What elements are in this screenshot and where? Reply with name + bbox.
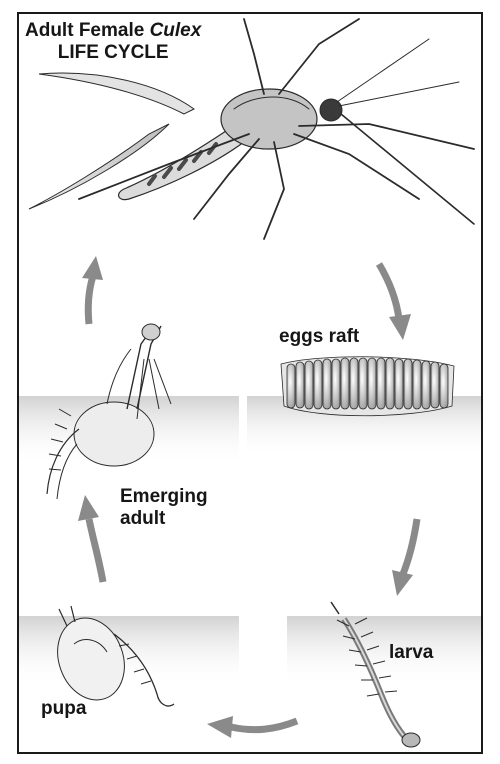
arrow-eggs-to-larva <box>403 519 417 574</box>
arrow-emerging-to-adult <box>88 276 93 324</box>
arrow-head-eggs <box>389 314 411 340</box>
arrow-head-pupa <box>207 716 233 738</box>
label-eggs-raft: eggs raft <box>279 326 359 348</box>
title-part-1: Adult Female <box>25 20 150 41</box>
arrow-head-emerging <box>78 495 99 521</box>
arrow-head-larva <box>392 570 413 596</box>
diagram-frame: Adult Female Culex LIFE CYCLE eggs raft … <box>17 12 483 754</box>
arrow-larva-to-pupa <box>231 721 297 730</box>
label-larva: larva <box>389 642 433 664</box>
arrow-head-adult <box>82 256 103 280</box>
label-emerging-adult: Emerging adult <box>120 486 208 530</box>
title-line-1: Adult Female Culex <box>25 20 201 42</box>
egg-raft-illustration <box>281 357 454 416</box>
water-surface-larva <box>287 616 481 686</box>
label-pupa: pupa <box>41 698 86 720</box>
water-surface-pupa <box>19 616 239 686</box>
label-emerging-line-1: Emerging <box>120 486 208 508</box>
label-emerging-line-2: adult <box>120 508 208 530</box>
diagram-title: Adult Female Culex LIFE CYCLE <box>25 20 201 64</box>
arrow-adult-to-eggs <box>379 264 399 319</box>
title-line-2: LIFE CYCLE <box>25 42 201 64</box>
title-species: Culex <box>150 20 202 41</box>
arrow-pupa-to-emerging <box>89 519 103 582</box>
